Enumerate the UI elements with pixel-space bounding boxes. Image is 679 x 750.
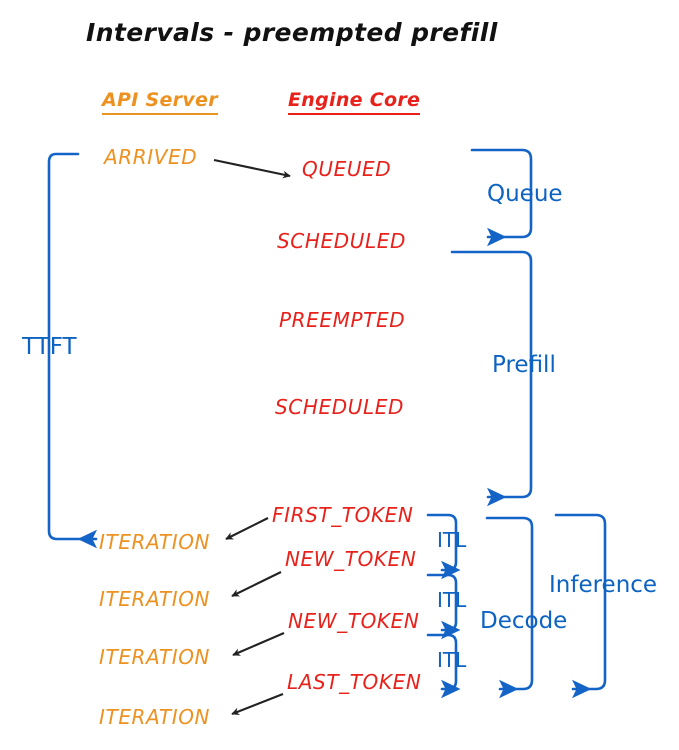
interval-bracket-ttft	[47, 152, 98, 549]
interval-label-prefill: Prefill	[492, 352, 556, 378]
event-iteration-4: ITERATION	[99, 705, 211, 729]
column-header-api-server: API Server	[102, 91, 218, 115]
page-title: Intervals - preempted prefill	[86, 18, 498, 47]
column-header-engine-core: Engine Core	[288, 91, 421, 115]
event-first-token: FIRST_TOKEN	[272, 503, 414, 527]
interval-bracket-decode	[485, 516, 534, 699]
event-last-token: LAST_TOKEN	[287, 670, 422, 694]
event-arrow-first-token	[225, 517, 269, 540]
event-queued: QUEUED	[302, 157, 392, 181]
event-iteration-1: ITERATION	[99, 530, 211, 554]
event-iteration-2: ITERATION	[99, 587, 211, 611]
interval-label-itl-1: ITL	[437, 528, 467, 552]
interval-label-inference: Inference	[549, 572, 658, 598]
interval-label-ttft: TTFT	[22, 334, 77, 360]
interval-bracket-itl-3	[426, 633, 461, 699]
interval-bracket-itl-1	[426, 513, 461, 580]
event-arrow-last-token	[231, 693, 284, 716]
interval-bracket-prefill	[450, 250, 533, 507]
interval-bracket-itl-2	[426, 573, 461, 640]
interval-label-decode: Decode	[480, 608, 568, 634]
event-scheduled-1: SCHEDULED	[277, 229, 406, 253]
event-arrow-new-token-2	[232, 632, 285, 656]
event-scheduled-2: SCHEDULED	[275, 395, 404, 419]
event-arrived: ARRIVED	[104, 145, 198, 169]
event-arrow-new-token-1	[231, 571, 282, 597]
interval-bracket-queue	[470, 148, 533, 247]
event-new-token-2: NEW_TOKEN	[288, 609, 420, 633]
interval-label-itl-3: ITL	[437, 648, 467, 672]
event-iteration-3: ITERATION	[99, 645, 211, 669]
interval-label-itl-2: ITL	[437, 588, 467, 612]
event-arrow-arrived-to-queued	[213, 158, 291, 179]
event-new-token-1: NEW_TOKEN	[285, 547, 417, 571]
interval-label-queue: Queue	[487, 181, 563, 207]
event-preempted: PREEMPTED	[279, 308, 406, 332]
interval-bracket-inference	[554, 513, 607, 699]
